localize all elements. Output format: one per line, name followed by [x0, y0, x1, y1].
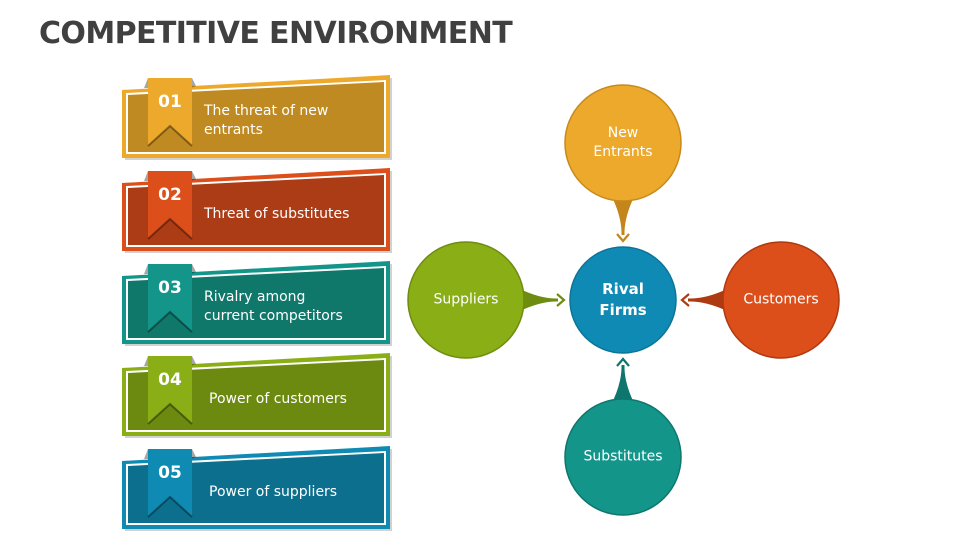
rival-firms-circle: [569, 246, 677, 354]
suppliers-circle: [407, 241, 525, 359]
chevron-icon: [147, 495, 193, 518]
arrow-head-icon: [556, 293, 566, 307]
new-entrants-label-line2: Entrants: [593, 144, 653, 160]
ribbon-tab: [148, 78, 192, 146]
ribbon-tab: [148, 449, 192, 517]
customers-circle: [722, 241, 840, 359]
customers-label-line1: Customers: [743, 291, 819, 308]
chevron-icon: [147, 310, 193, 333]
suppliers-label-line1: Suppliers: [433, 291, 499, 308]
rival-firms-label-line1: Rival: [602, 280, 644, 298]
card-text: Threat of substitutes: [204, 205, 350, 222]
substitutes-arrow: [611, 357, 635, 405]
card-number: 04: [158, 370, 182, 390]
card-shape: [122, 168, 392, 253]
card-text: The threat of new entrants: [204, 103, 329, 138]
card-number: 02: [158, 185, 182, 205]
customers-arrow: [680, 288, 729, 312]
substitutes-label: Substitutes: [568, 448, 678, 467]
ribbon-tab: [148, 264, 192, 332]
new-entrants-arrow: [611, 195, 635, 243]
card-shape: [122, 446, 392, 531]
new-entrants-label-line1: New: [607, 125, 639, 141]
arrow-head-icon: [616, 233, 630, 243]
chevron-icon: [147, 124, 193, 147]
suppliers-label: Suppliers: [411, 291, 521, 310]
substitutes-label-line1: Substitutes: [583, 448, 663, 465]
slide-title: COMPETITIVE ENVIRONMENT: [39, 16, 513, 51]
new-entrants-circle: [564, 84, 682, 202]
chevron-icon: [147, 402, 193, 425]
suppliers-arrow: [518, 288, 566, 312]
rival-firms-label-line2: Firms: [599, 301, 647, 319]
customers-label: Customers: [726, 291, 836, 310]
ribbon-tab: [148, 356, 192, 424]
substitutes-circle: [564, 398, 682, 516]
card-shape: [122, 261, 392, 346]
card-shape: [122, 75, 392, 160]
card-text: Rivalry among current competitors: [204, 289, 343, 324]
card-number: 05: [158, 463, 182, 483]
chevron-icon: [147, 217, 193, 240]
arrow-head-icon: [616, 357, 630, 367]
card-text: Power of suppliers: [209, 483, 338, 500]
card-shape: [122, 353, 392, 438]
card-number: 03: [158, 278, 182, 298]
card-text: Power of customers: [209, 390, 347, 407]
card-number: 01: [158, 92, 182, 112]
arrow-head-icon: [680, 293, 690, 307]
ribbon-tab: [148, 171, 192, 239]
